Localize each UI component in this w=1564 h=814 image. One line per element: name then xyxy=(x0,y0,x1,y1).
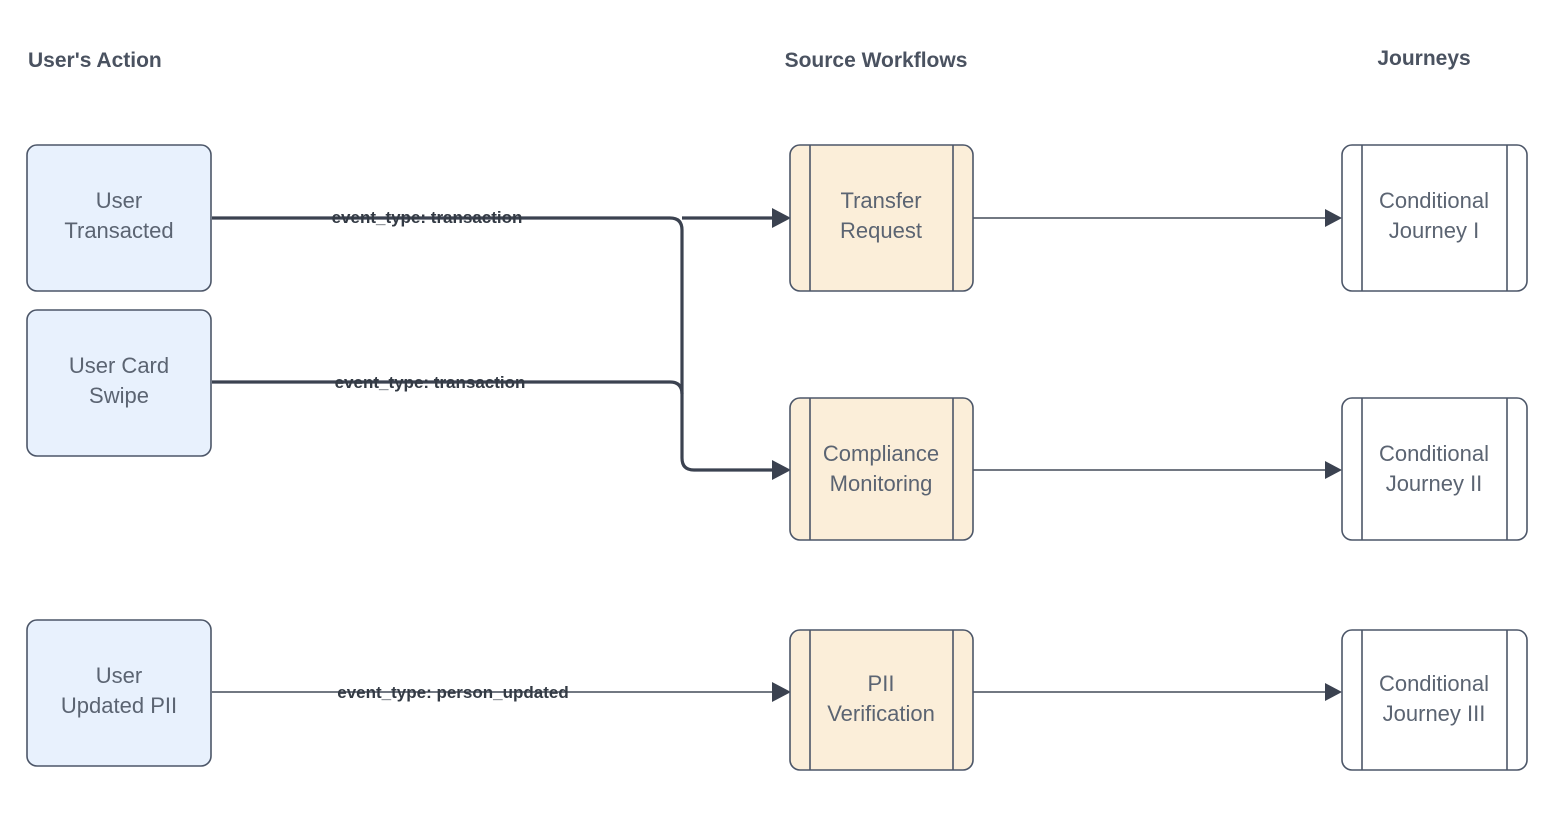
user-updated-pii-shape[interactable] xyxy=(26,619,212,767)
arrowhead-journey-1 xyxy=(1325,209,1342,227)
node-conditional-journey-1[interactable]: Conditional Journey I xyxy=(1341,144,1528,292)
edge-user-transacted xyxy=(212,208,791,231)
node-user-updated-pii[interactable]: User Updated PII xyxy=(26,619,212,767)
node-conditional-journey-3[interactable]: Conditional Journey III xyxy=(1341,629,1528,771)
arrowhead-compliance-monitoring xyxy=(772,460,791,480)
edge-user-updated-pii xyxy=(212,682,791,702)
arrowhead-journey-3 xyxy=(1325,683,1342,701)
conditional-journey-3-label-line2: Journey III xyxy=(1383,701,1486,726)
edge-compliance-to-journey-2 xyxy=(973,461,1342,479)
conditional-journey-3-label-line1: Conditional xyxy=(1379,671,1489,696)
column-header-users-action: User's Action xyxy=(28,49,162,72)
conditional-journey-2-label-line1: Conditional xyxy=(1379,441,1489,466)
user-card-swipe-label-line2: Swipe xyxy=(89,383,149,408)
user-card-swipe-shape[interactable] xyxy=(26,309,212,457)
arrowhead-journey-2 xyxy=(1325,461,1342,479)
conditional-journey-2-label-line2: Journey II xyxy=(1386,471,1483,496)
edge-label-card-swipe-text: event_type: transaction xyxy=(335,373,526,392)
pii-verification-shape[interactable] xyxy=(789,629,974,771)
edge-label-transacted-text: event_type: transaction xyxy=(332,208,523,227)
user-card-swipe-label-line1: User Card xyxy=(69,353,169,378)
node-user-transacted[interactable]: User Transacted xyxy=(26,144,212,292)
conditional-journey-2-shape[interactable] xyxy=(1341,397,1528,541)
transfer-request-shape[interactable] xyxy=(789,144,974,292)
user-updated-pii-label-line2: Updated PII xyxy=(61,693,177,718)
node-user-card-swipe[interactable]: User Card Swipe xyxy=(26,309,212,457)
edge-label-user-card-swipe: event_type: transaction xyxy=(335,373,526,392)
compliance-monitoring-shape[interactable] xyxy=(789,397,974,541)
edge-label-user-transacted: event_type: transaction xyxy=(332,208,523,227)
pii-verification-label-line1: PII xyxy=(868,671,895,696)
edge-label-user-updated-pii: event_type: person_updated xyxy=(337,683,568,702)
arrowhead-transfer-request xyxy=(772,208,791,228)
column-header-source-workflows: Source Workflows xyxy=(785,49,968,72)
node-transfer-request[interactable]: Transfer Request xyxy=(789,144,974,292)
user-transacted-shape[interactable] xyxy=(26,144,212,292)
edge-user-card-swipe xyxy=(212,230,791,480)
conditional-journey-1-label-line1: Conditional xyxy=(1379,188,1489,213)
column-header-journeys: Journeys xyxy=(1377,47,1470,70)
user-transacted-label-line1: User xyxy=(96,188,142,213)
conditional-journey-1-label-line2: Journey I xyxy=(1389,218,1480,243)
user-transacted-label-line2: Transacted xyxy=(64,218,173,243)
compliance-monitoring-label-line2: Monitoring xyxy=(830,471,933,496)
edge-label-pii-text: event_type: person_updated xyxy=(337,683,568,702)
node-pii-verification[interactable]: PII Verification xyxy=(789,629,974,771)
transfer-request-label-line2: Request xyxy=(840,218,922,243)
node-compliance-monitoring[interactable]: Compliance Monitoring xyxy=(789,397,974,541)
conditional-journey-1-shape[interactable] xyxy=(1341,144,1528,292)
edge-pii-to-journey-3 xyxy=(973,683,1342,701)
arrowhead-pii-verification xyxy=(772,682,791,702)
transfer-request-label-line1: Transfer xyxy=(840,188,921,213)
conditional-journey-3-shape[interactable] xyxy=(1341,629,1528,771)
compliance-monitoring-label-line1: Compliance xyxy=(823,441,939,466)
node-conditional-journey-2[interactable]: Conditional Journey II xyxy=(1341,397,1528,541)
pii-verification-label-line2: Verification xyxy=(827,701,935,726)
edge-transfer-to-journey-1 xyxy=(973,209,1342,227)
user-updated-pii-label-line1: User xyxy=(96,663,142,688)
